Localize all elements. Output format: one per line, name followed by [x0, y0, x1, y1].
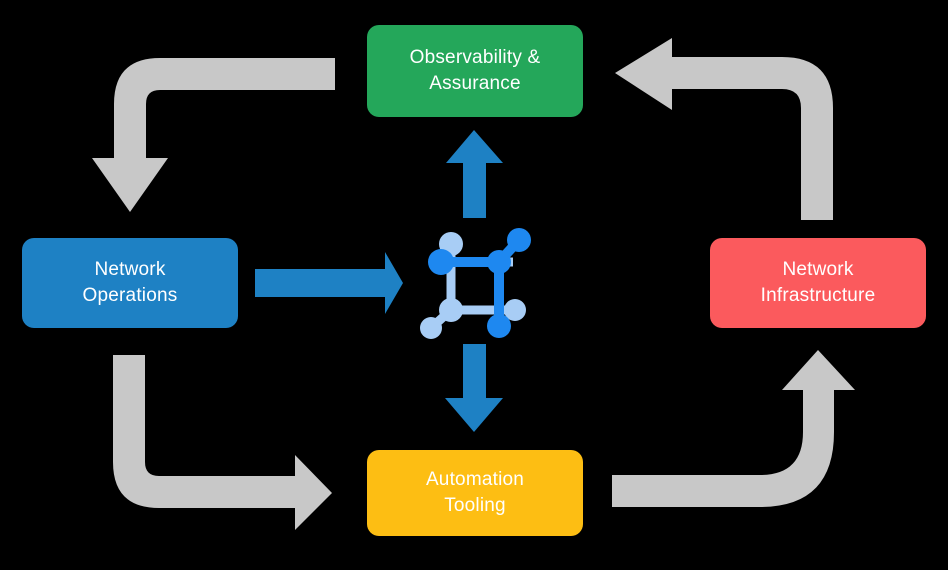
blue-arrow-center-to-automation: [445, 344, 503, 432]
node-network-infrastructure[interactable]: Network Infrastructure: [710, 238, 926, 328]
network-icon-nodes: [420, 228, 531, 339]
blue-arrow-center-to-observability: [446, 130, 503, 218]
node-network-operations[interactable]: Network Operations: [22, 238, 238, 328]
node-observability-assurance[interactable]: Observability & Assurance: [367, 25, 583, 117]
gray-arrow-observability-to-operations: [92, 58, 335, 212]
node-automation-tooling[interactable]: Automation Tooling: [367, 450, 583, 536]
blue-arrow-operations-to-center: [255, 252, 403, 314]
gray-arrow-automation-to-infrastructure: [612, 350, 855, 507]
gray-arrow-infrastructure-to-observability: [615, 38, 833, 220]
gray-arrow-operations-to-automation: [113, 355, 332, 530]
network-topology-icon: [420, 228, 531, 339]
